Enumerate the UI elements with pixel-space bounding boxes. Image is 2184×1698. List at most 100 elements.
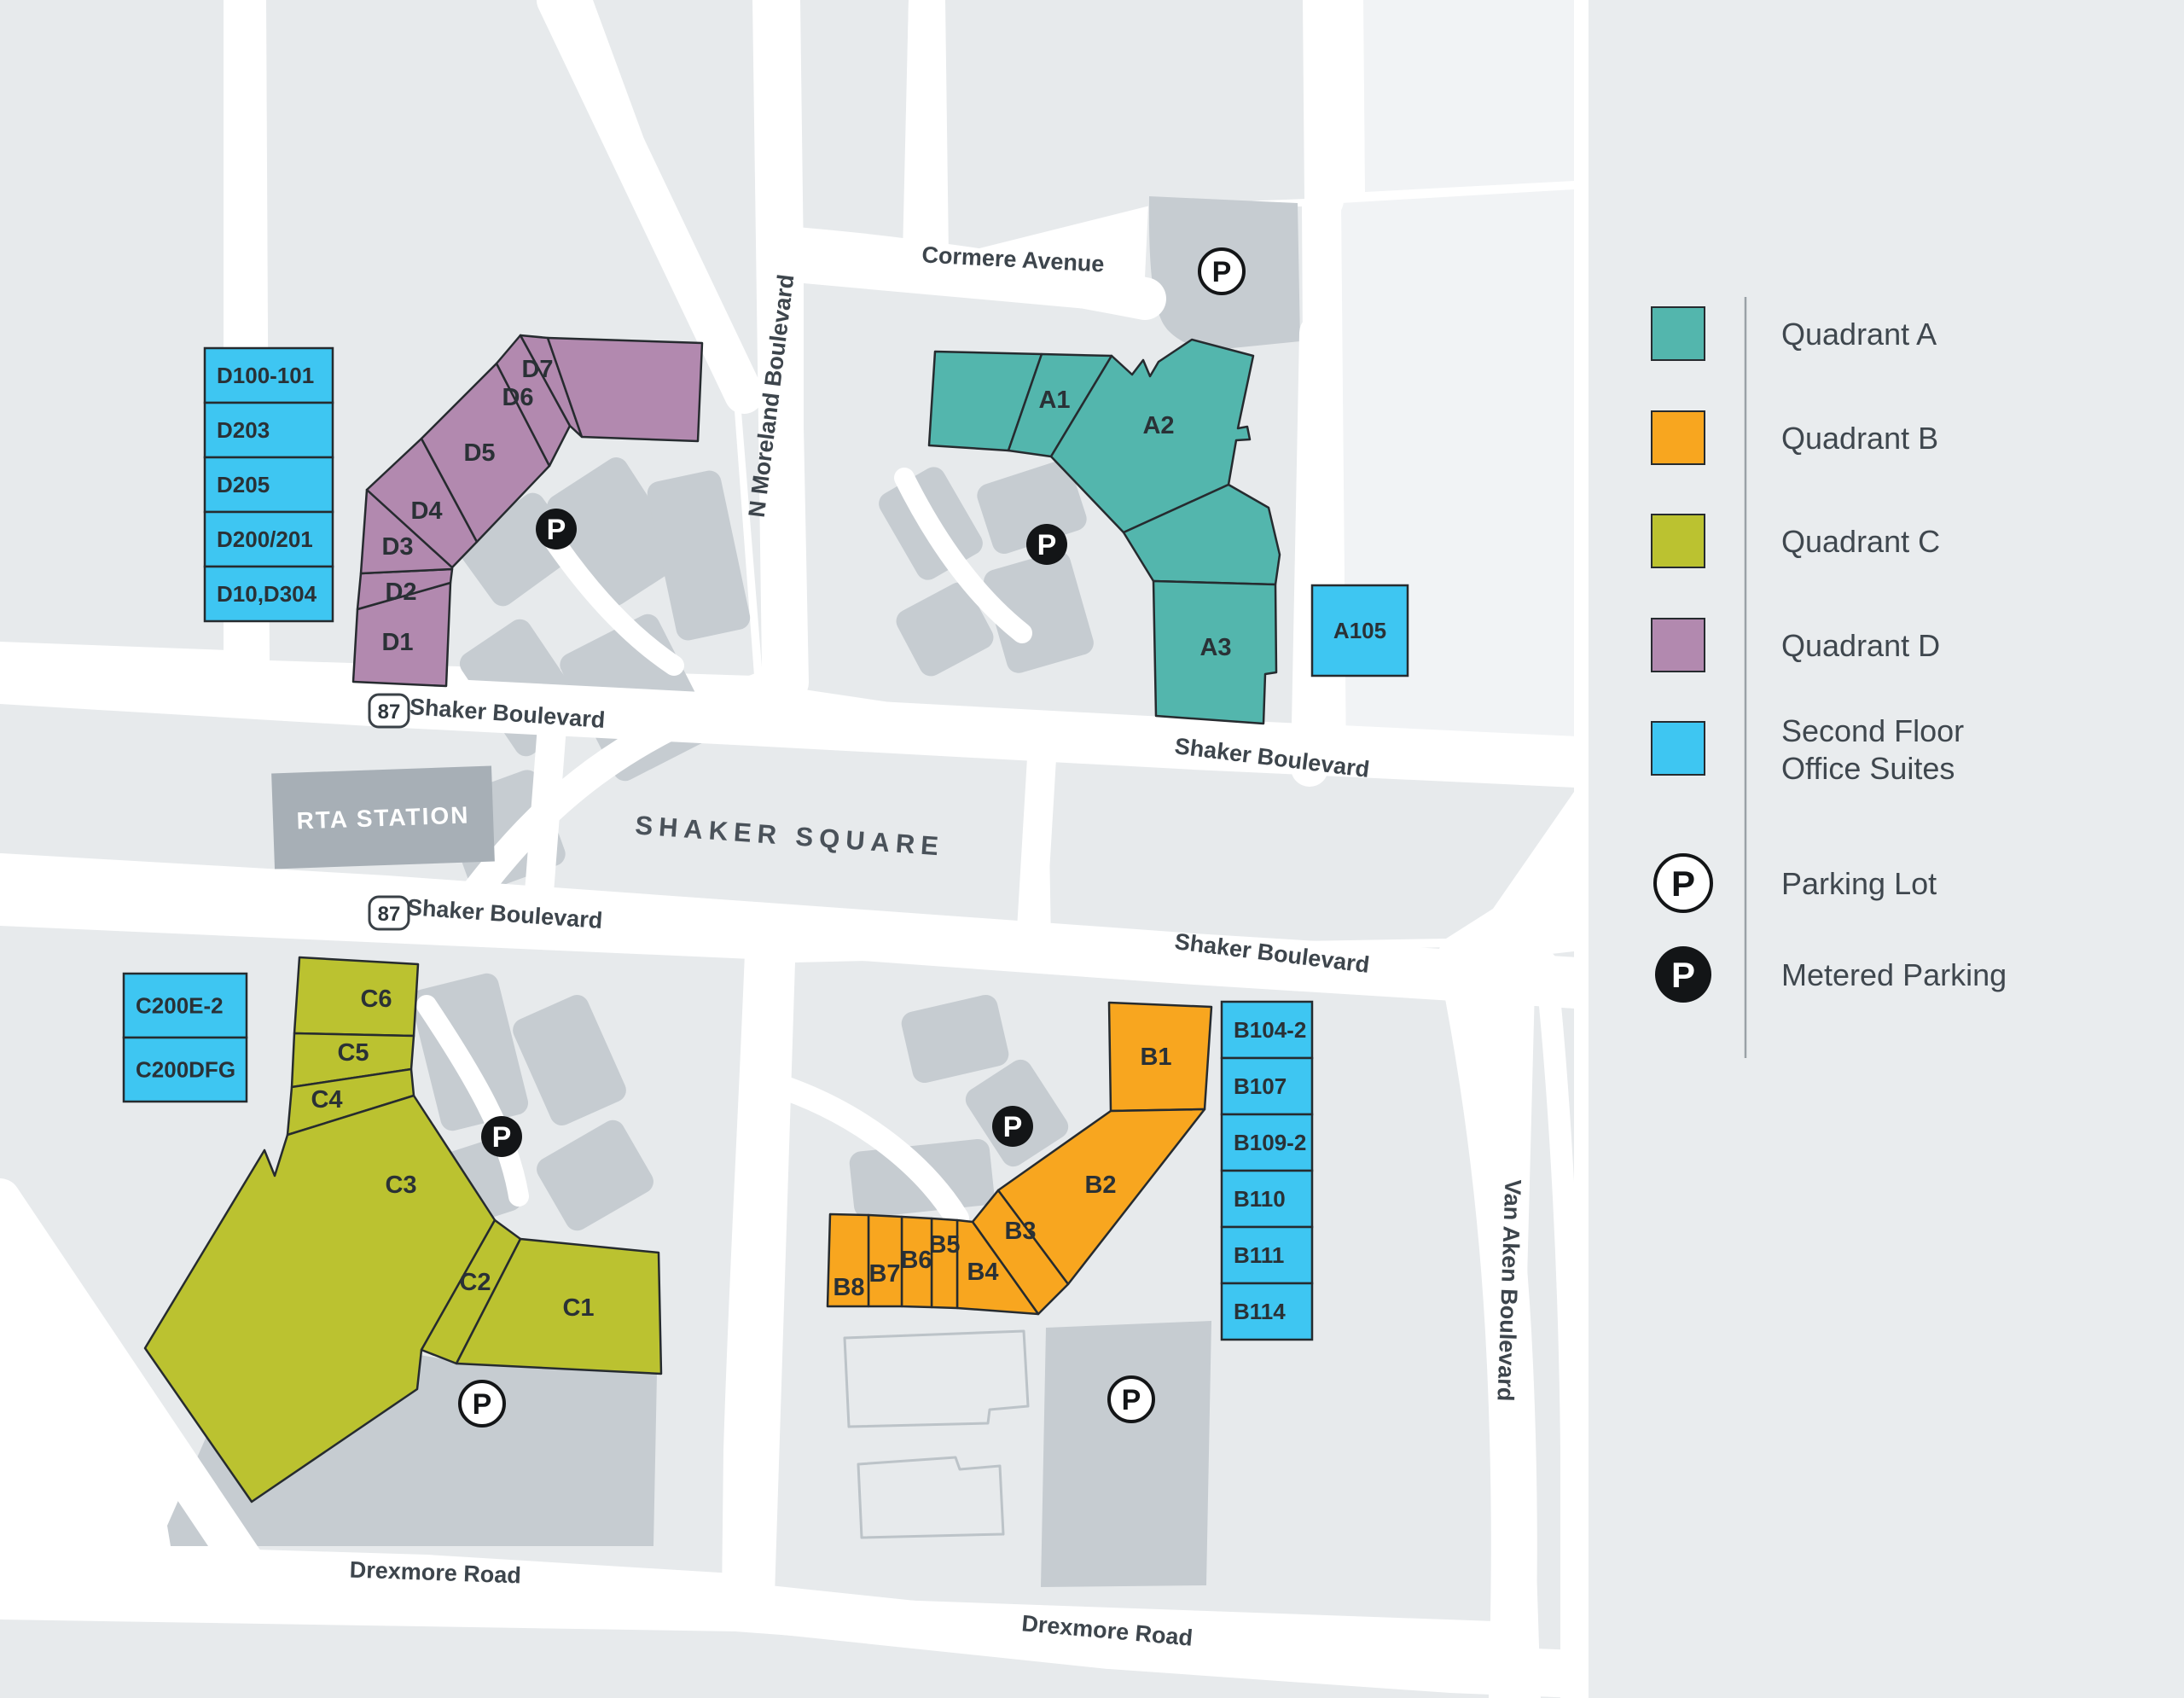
- parking-area: [901, 994, 1009, 1084]
- road: [1016, 730, 1057, 958]
- route-badge-number: 87: [378, 903, 401, 926]
- suite-label-A105: A105: [1333, 618, 1386, 643]
- route-badge-shape: [368, 895, 410, 931]
- rta-station-box: [271, 765, 495, 869]
- metered-parking-icon: P: [992, 1106, 1033, 1147]
- suite-label-B107: B107: [1234, 1073, 1287, 1099]
- svg-text:P: P: [1212, 256, 1232, 288]
- parking-area: [1041, 1321, 1211, 1587]
- unit-label-C3: C3: [385, 1172, 416, 1199]
- suite-box-B109-2[interactable]: [1220, 1113, 1314, 1172]
- building-footprint: [843, 1329, 1030, 1428]
- legend-item-metered-parking: P Metered Parking: [1655, 946, 2007, 1003]
- suite-label-B109-2: B109-2: [1234, 1130, 1306, 1155]
- parking-lot-icon: P: [1653, 853, 1713, 913]
- unit-A3[interactable]: [1152, 579, 1278, 725]
- suite-box-D200/201[interactable]: [203, 510, 334, 568]
- road: [903, 0, 944, 272]
- route-87-badge: 87: [368, 693, 410, 729]
- suite-label-B104-2: B104-2: [1234, 1017, 1306, 1043]
- road: [764, 226, 1166, 320]
- unit-label-B1: B1: [1140, 1044, 1171, 1071]
- suite-label-D100-101: D100-101: [217, 363, 314, 388]
- unit-label-B3: B3: [1004, 1218, 1036, 1245]
- building-footprint: [857, 1456, 1005, 1539]
- unit-label-B2: B2: [1084, 1172, 1116, 1199]
- suite-box-C200E-2[interactable]: [122, 972, 248, 1039]
- parking-area: [547, 457, 685, 606]
- legend-item-quadrant-a: Quadrant A: [1651, 306, 1937, 361]
- road: [0, 1542, 756, 1621]
- legend-item-quadrant-b: Quadrant B: [1651, 410, 1938, 465]
- unit-C1[interactable]: [455, 1237, 663, 1375]
- rta-station-label: RTA STATION: [296, 801, 470, 834]
- unit-label-C6: C6: [360, 986, 392, 1013]
- parking-lane: [453, 668, 787, 917]
- suite-box-B104-2[interactable]: [1220, 1000, 1314, 1060]
- unit-label-C1: C1: [562, 1294, 594, 1322]
- unit-label-B7: B7: [868, 1260, 900, 1288]
- unit-C3[interactable]: [143, 1094, 497, 1503]
- suite-label-B111: B111: [1234, 1242, 1284, 1268]
- route-87-badges: 87 87: [368, 693, 410, 931]
- street-label: Drexmore Road: [349, 1557, 521, 1589]
- route-badge-shape: [368, 693, 410, 729]
- route-badge-number: 87: [378, 701, 401, 724]
- suite-box-D10,D304[interactable]: [203, 565, 334, 623]
- parking-lot-icon: P: [1107, 1375, 1155, 1423]
- legend-label: Parking Lot: [1781, 866, 1937, 901]
- legend-label: Metered Parking: [1781, 957, 2007, 992]
- parking-lane: [760, 1072, 969, 1230]
- legend-swatch: [1651, 410, 1705, 465]
- parking-area: [513, 994, 626, 1126]
- city-block: [1341, 189, 1574, 768]
- unit-label-D2: D2: [385, 579, 416, 606]
- office-suite-boxes: D100-101D203D205D200/201D10,D304C200E-2C…: [122, 346, 1409, 1341]
- road: [754, 0, 809, 703]
- unit-label-D7: D7: [521, 356, 553, 383]
- city-block: [0, 1619, 1489, 1698]
- legend-label: Quadrant A: [1781, 317, 1937, 352]
- parking-lot-icon: P: [1198, 247, 1246, 295]
- road: [712, 1582, 1600, 1698]
- suite-label-C200E-2: C200E-2: [136, 993, 224, 1019]
- unit-B8[interactable]: [826, 1212, 870, 1308]
- parking-area: [896, 582, 994, 677]
- suite-box-D100-101[interactable]: [203, 346, 334, 404]
- suite-stack-A: A105: [1310, 584, 1409, 677]
- legend-item-quadrant-d: Quadrant D: [1651, 618, 1940, 672]
- suite-box-B111[interactable]: [1220, 1225, 1314, 1285]
- svg-text:P: P: [1671, 955, 1695, 995]
- metered-parking-icon: P: [1026, 524, 1067, 565]
- unit-label-B4: B4: [967, 1259, 998, 1286]
- unit-label-B6: B6: [900, 1247, 932, 1274]
- svg-text:P: P: [492, 1121, 512, 1154]
- suite-label-D10,D304: D10,D304: [217, 581, 317, 607]
- legend-swatch: [1651, 514, 1705, 568]
- suite-box-D205[interactable]: [203, 456, 334, 514]
- metered-parking-icon: P: [1655, 946, 1711, 1003]
- suite-label-C200DFG: C200DFG: [136, 1057, 235, 1083]
- parking-area: [647, 470, 751, 641]
- svg-text:P: P: [547, 514, 566, 546]
- suite-box-A105[interactable]: [1310, 584, 1409, 677]
- unit-label-A1: A1: [1038, 387, 1070, 414]
- unit-C6[interactable]: [293, 956, 420, 1038]
- legend-label-line1: Second Floor: [1781, 713, 1964, 748]
- unit-label-D1: D1: [381, 629, 413, 656]
- parking-lot-icon: P: [458, 1380, 506, 1428]
- quadrant-buildings: D1D2D3D4D5D6D7A1A2A3C6C5C4C3C2C1B1B2B3B4…: [143, 334, 1281, 1503]
- suite-box-C200DFG[interactable]: [122, 1036, 248, 1103]
- city-block: [775, 947, 1495, 1621]
- road: [1438, 934, 1537, 1698]
- suite-box-B114[interactable]: [1220, 1282, 1314, 1341]
- unit-D-unlabeled[interactable]: [546, 336, 704, 443]
- suite-box-B107[interactable]: [1220, 1056, 1314, 1116]
